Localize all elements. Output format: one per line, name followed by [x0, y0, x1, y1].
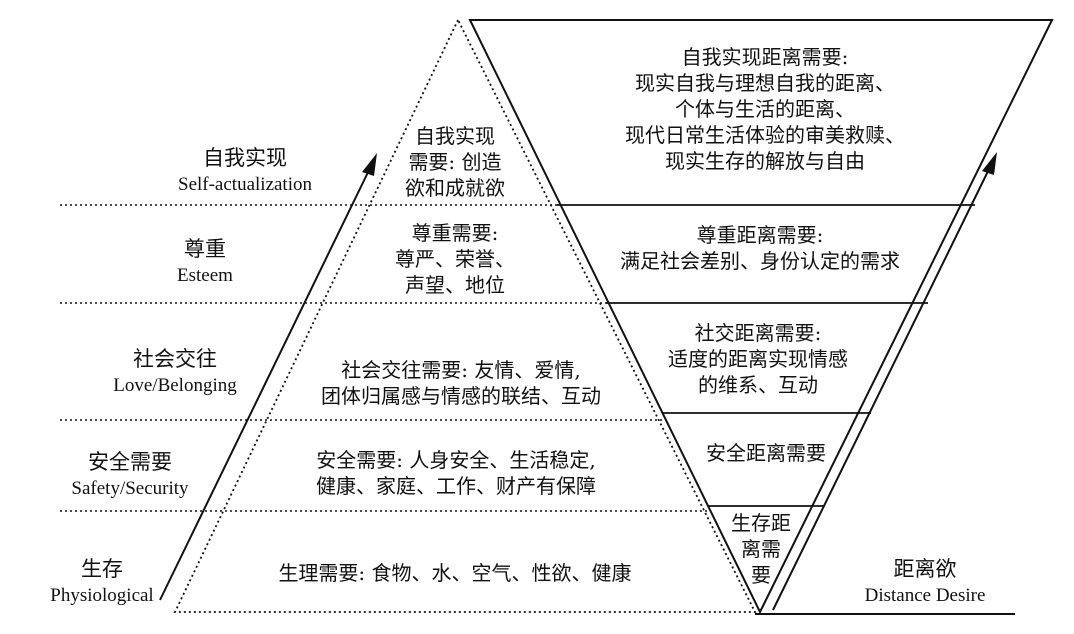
left-label-safety-cn: 安全需要: [88, 450, 172, 474]
pyramid-phys-text: 生理需要: 食物、水、空气、性欲、健康: [278, 561, 632, 585]
inverted-self-text: 自我实现距离需要: 现实自我与理想自我的距离、 个体与生活的距离、 现代日常生活…: [625, 45, 905, 173]
inverted-phys-text: 生存距 离需 要: [731, 511, 791, 587]
left-label-safety-en: Safety/Security: [71, 478, 189, 499]
left-arrow-head: [362, 153, 377, 176]
pyramid-self-text: 自我实现 需要: 创造 欲和成就欲: [405, 124, 505, 200]
left-arrow-shaft: [159, 163, 373, 601]
left-label-phys-en: Physiological: [50, 585, 154, 606]
left-label-self-cn: 自我实现: [203, 146, 287, 170]
left-label-phys-cn: 生存: [81, 557, 123, 581]
pyramid-love-text: 社会交往需要: 友情、爱情, 团体归属感与情感的联结、互动: [321, 358, 601, 408]
left-label-love-en: Love/Belonging: [113, 375, 237, 396]
right-label-en: Distance Desire: [864, 585, 986, 606]
left-label-self-en: Self-actualization: [178, 174, 312, 195]
left-label-esteem-en: Esteem: [177, 265, 233, 286]
pyramid-safety-text: 安全需要: 人身安全、生活稳定, 健康、家庭、工作、财产有保障: [316, 448, 596, 498]
left-label-esteem-cn: 尊重: [184, 237, 226, 261]
right-arrow-shaft: [772, 162, 993, 611]
inverted-triangle: [468, 19, 1054, 615]
right-label-cn: 距离欲: [893, 557, 957, 581]
pyramid-esteem-text: 尊重需要: 尊严、荣誉、 声望、地位: [395, 221, 515, 297]
left-label-love-cn: 社会交往: [133, 347, 217, 371]
inverted-love-text: 社交距离需要: 适度的距离实现情感 的维系、互动: [668, 321, 848, 397]
right-arrow-head: [982, 152, 997, 175]
inverted-safety-text: 安全距离需要: [706, 441, 826, 465]
inverted-esteem-text: 尊重距离需要: 满足社会差别、身份认定的需求: [620, 223, 900, 273]
pyramid-triangle: [173, 17, 757, 613]
